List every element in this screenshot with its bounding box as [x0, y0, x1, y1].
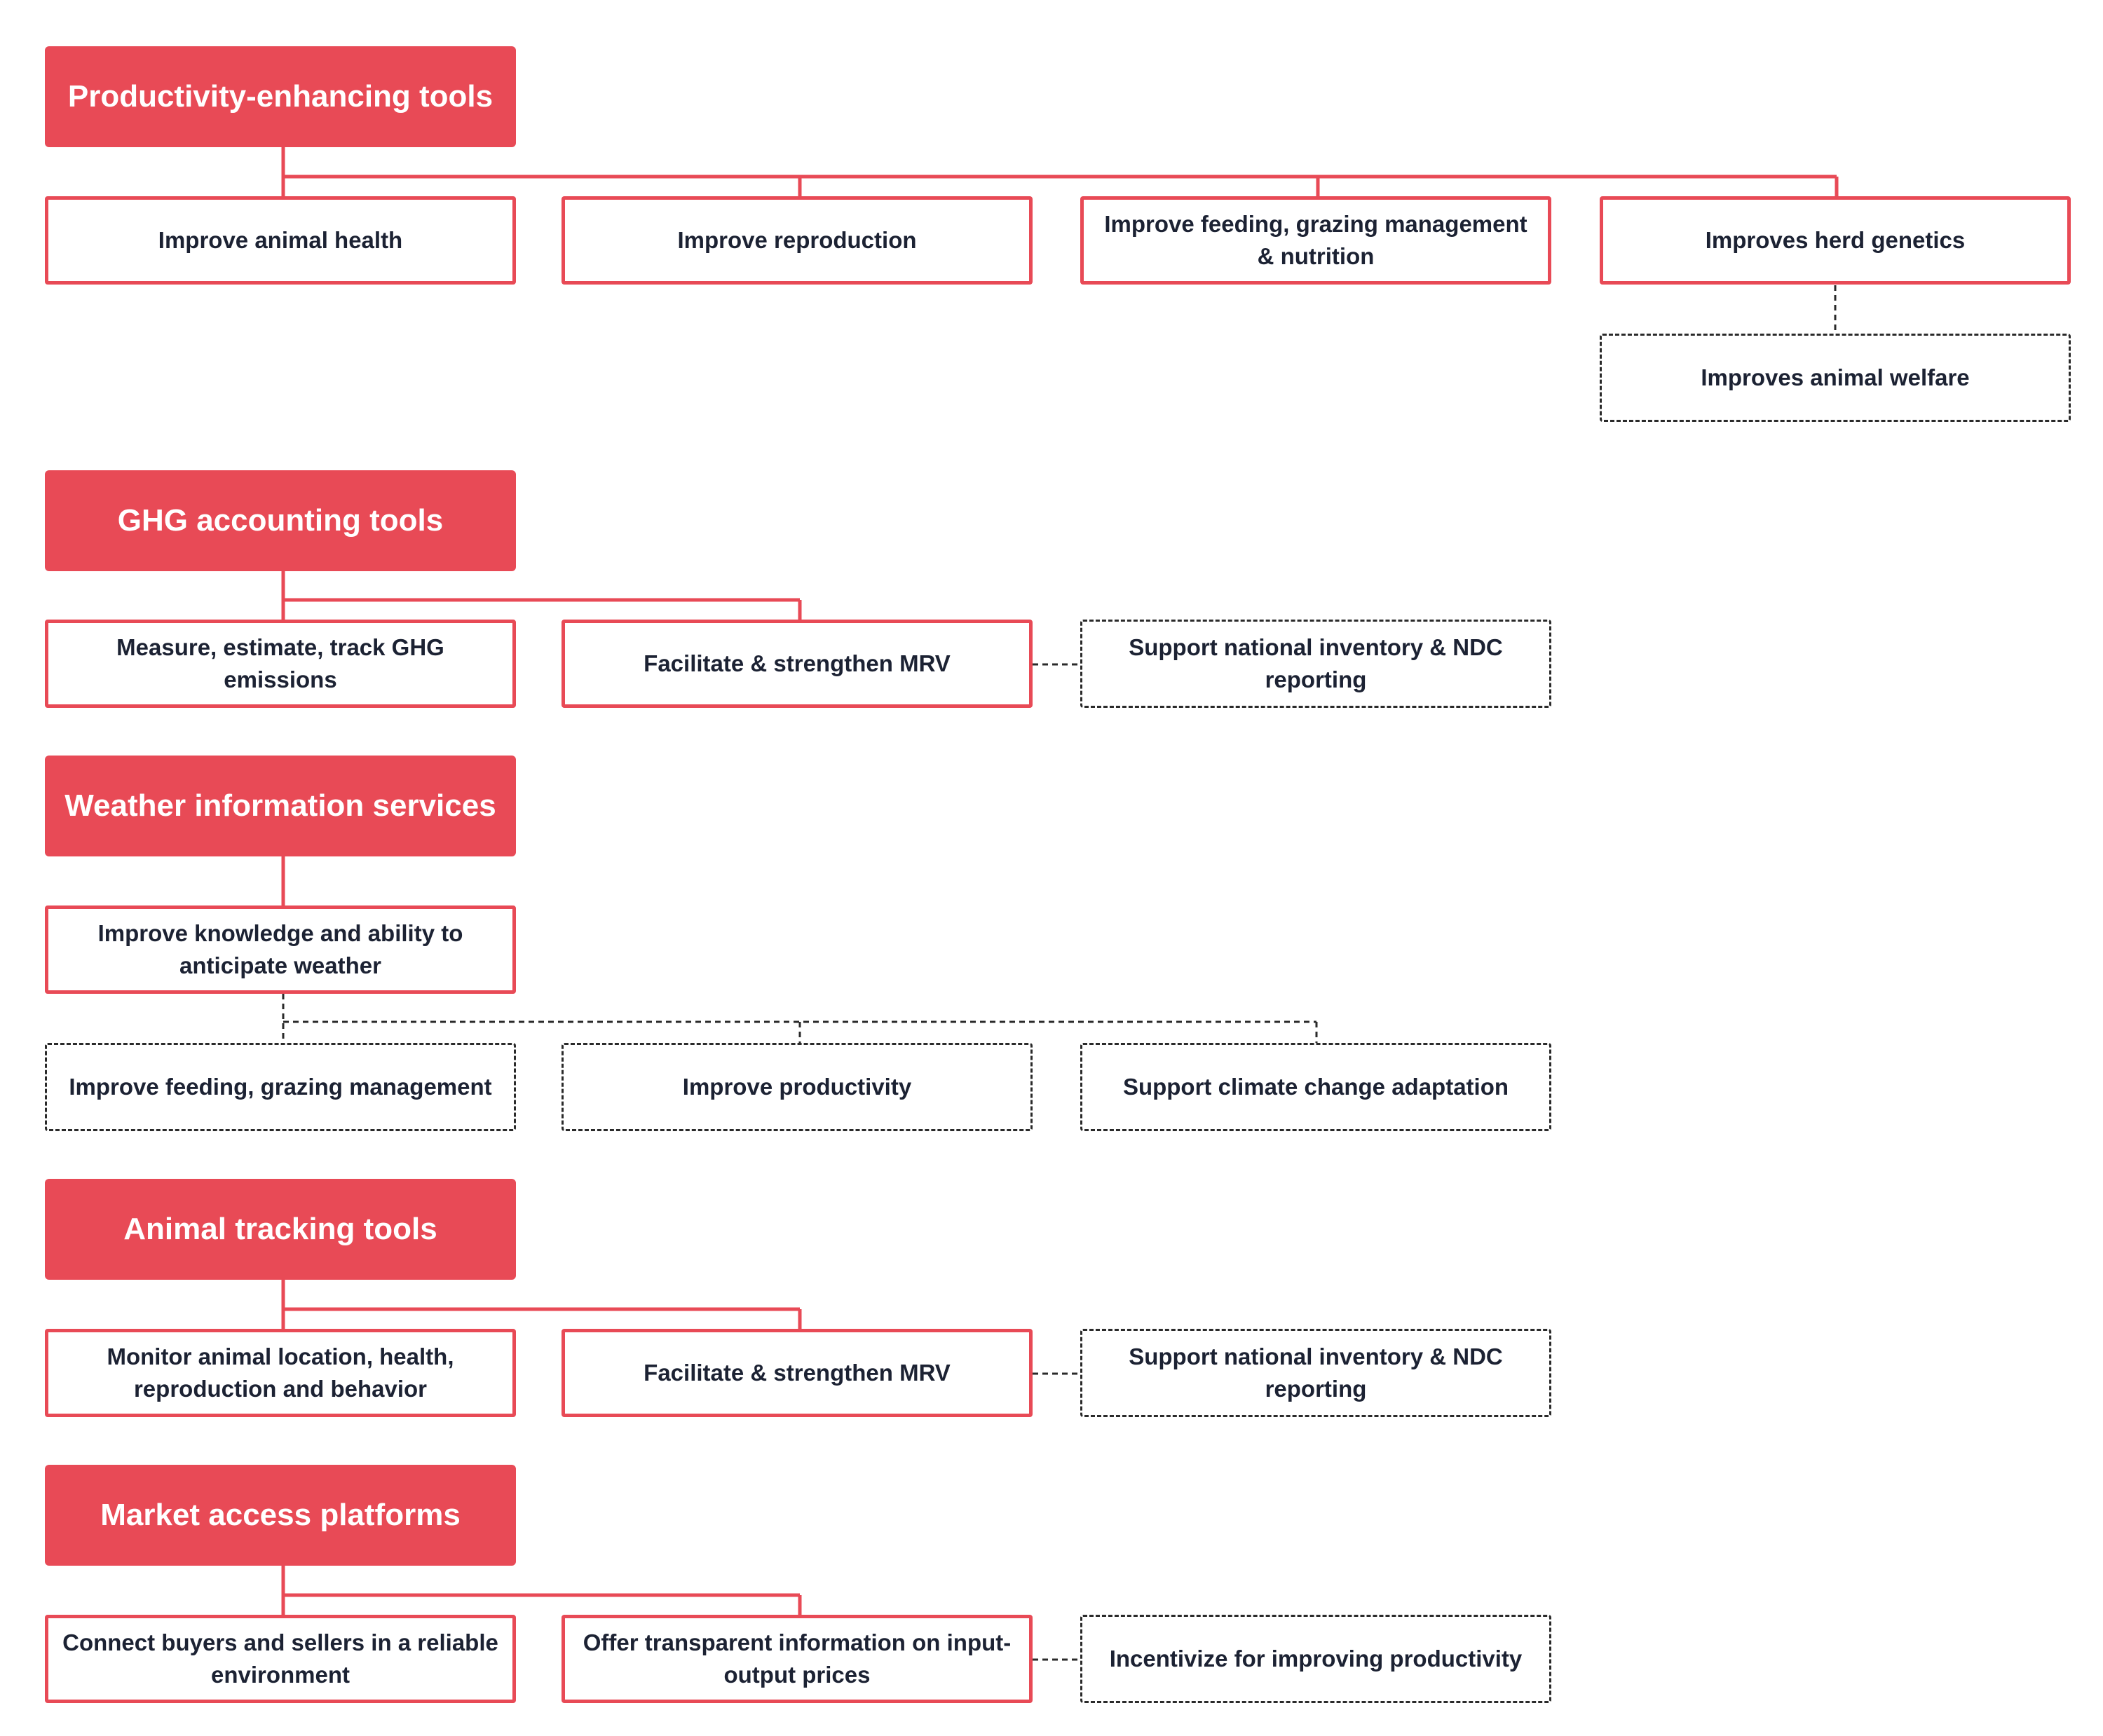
category-ghg-accounting-tools: GHG accounting tools — [45, 470, 516, 571]
outcome-support-climate-adaptation: Support climate change adaptation — [1080, 1043, 1551, 1131]
item-improve-feeding-nutrition: Improve feeding, grazing management & nu… — [1080, 196, 1551, 285]
connector-market — [281, 1566, 802, 1615]
item-improve-weather-knowledge: Improve knowledge and ability to anticip… — [45, 905, 516, 994]
connector-productivity — [281, 147, 1839, 196]
item-facilitate-mrv: Facilitate & strengthen MRV — [562, 1329, 1033, 1417]
item-monitor-animal-location: Monitor animal location, health, reprodu… — [45, 1329, 516, 1417]
item-connect-buyers-sellers: Connect buyers and sellers in a reliable… — [45, 1615, 516, 1703]
item-transparent-price-info: Offer transparent information on input-o… — [562, 1615, 1033, 1703]
category-market-access-platforms: Market access platforms — [45, 1465, 516, 1566]
outcome-improve-productivity: Improve productivity — [562, 1043, 1033, 1131]
category-productivity-enhancing-tools: Productivity-enhancing tools — [45, 46, 516, 147]
item-facilitate-mrv: Facilitate & strengthen MRV — [562, 620, 1033, 708]
item-improve-reproduction: Improve reproduction — [562, 196, 1033, 285]
outcome-support-national-inventory: Support national inventory & NDC reporti… — [1080, 620, 1551, 708]
connector-tracking — [281, 1280, 802, 1329]
outcome-support-national-inventory: Support national inventory & NDC reporti… — [1080, 1329, 1551, 1417]
outcome-improve-feeding-grazing: Improve feeding, grazing management — [45, 1043, 516, 1131]
outcome-improves-animal-welfare: Improves animal welfare — [1600, 334, 2071, 422]
category-animal-tracking-tools: Animal tracking tools — [45, 1179, 516, 1280]
connector-ghg — [281, 571, 802, 620]
category-weather-information-services: Weather information services — [45, 756, 516, 856]
item-measure-ghg-emissions: Measure, estimate, track GHG emissions — [45, 620, 516, 708]
connector-weather-dashed — [282, 994, 1318, 1043]
item-improve-animal-health: Improve animal health — [45, 196, 516, 285]
item-improves-herd-genetics: Improves herd genetics — [1600, 196, 2071, 285]
outcome-incentivize-productivity: Incentivize for improving productivity — [1080, 1615, 1551, 1703]
